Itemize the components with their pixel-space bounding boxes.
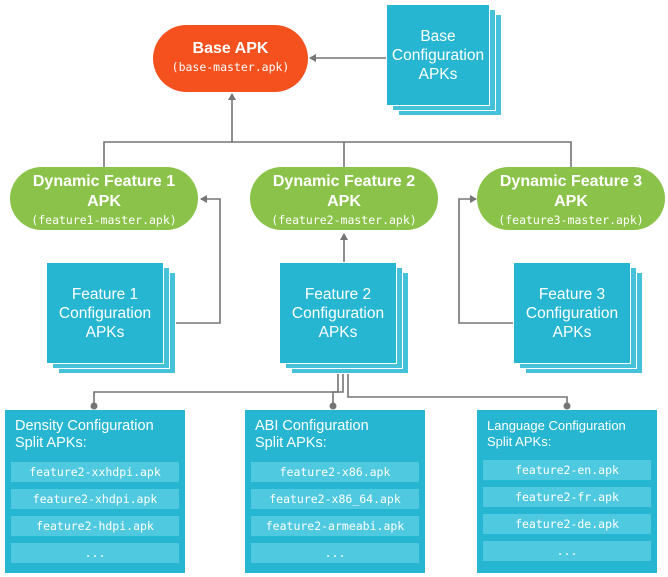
feature-3-config-stack: Feature 3 Configuration APKs — [513, 262, 643, 374]
density-split-title-line-2: Split APKs: — [15, 435, 87, 451]
feature-3-sub: APK — [554, 193, 588, 210]
line-f2-to-language — [347, 374, 568, 405]
feature-2-config-line-3: APKs — [318, 323, 358, 341]
feature-1-file: (feature1-master.apk) — [31, 213, 177, 227]
feature-3-config-line-1: Feature 3 — [538, 285, 606, 303]
feature-1-config-stack: Feature 1 Configuration APKs — [46, 262, 176, 374]
feature-2-sub: APK — [327, 193, 361, 210]
language-split-title-line-2: Split APKs: — [487, 434, 552, 449]
abi-split-title-line-1: ABI Configuration — [255, 418, 369, 434]
base-config-line-3: APKs — [418, 65, 458, 83]
abi-split-apk-2: feature2-x86_64.apk — [251, 489, 419, 509]
density-split-apk-2: feature2-xhdpi.apk — [11, 489, 179, 509]
base-config-line-1: Base — [420, 27, 456, 45]
feature-1-sub: APK — [87, 193, 121, 210]
feature-1-config-line-2: Configuration — [58, 304, 152, 322]
arrow-f3-config-to-f3 — [458, 195, 513, 324]
abi-split-apk-more: ... — [251, 543, 419, 563]
dot-density — [90, 402, 98, 410]
language-split-apk-2: feature2-fr.apk — [483, 487, 651, 507]
dynamic-feature-2-node: Dynamic Feature 2 APK (feature2-master.a… — [250, 167, 438, 230]
feature-1-title: Dynamic Feature 1 — [32, 173, 176, 190]
dynamic-feature-1-node: Dynamic Feature 1 APK (feature1-master.a… — [10, 167, 198, 230]
abi-split-panel: ABI Configuration Split APKs: feature2-x… — [245, 410, 425, 573]
density-split-title-line-1: Density Configuration — [15, 418, 154, 434]
density-split-title: Density Configuration Split APKs: — [15, 418, 175, 452]
density-split-apk-1: feature2-xxhdpi.apk — [11, 462, 179, 482]
base-apk-title: Base APK — [192, 40, 269, 57]
dot-language — [563, 402, 571, 410]
base-apk-node: Base APK (base-master.apk) — [153, 25, 308, 92]
language-split-apk-1: feature2-en.apk — [483, 460, 651, 480]
feature-2-title: Dynamic Feature 2 — [272, 173, 416, 190]
arrow-f1-config-to-f1 — [166, 195, 221, 324]
abi-split-apk-1: feature2-x86.apk — [251, 462, 419, 482]
dynamic-feature-3-node: Dynamic Feature 3 APK (feature3-master.a… — [477, 167, 665, 230]
feature-3-file: (feature3-master.apk) — [498, 213, 644, 227]
feature-2-config-line-1: Feature 2 — [304, 285, 372, 303]
density-split-apk-3: feature2-hdpi.apk — [11, 516, 179, 536]
line-f2-to-abi — [332, 374, 344, 405]
language-split-title-line-1: Language Configuration — [487, 418, 626, 433]
feature-2-config-line-2: Configuration — [291, 304, 385, 322]
base-config-line-2: Configuration — [391, 46, 485, 64]
abi-split-apk-3: feature2-armeabi.apk — [251, 516, 419, 536]
feature-3-title: Dynamic Feature 3 — [499, 173, 643, 190]
feature-2-file: (feature2-master.apk) — [271, 213, 417, 227]
density-split-apk-more: ... — [11, 543, 179, 563]
feature-3-config-line-2: Configuration — [525, 304, 619, 322]
feature-1-config-line-3: APKs — [85, 323, 125, 341]
language-split-apk-more: ... — [483, 541, 651, 561]
language-split-panel: Language Configuration Split APKs: featu… — [477, 410, 657, 573]
base-config-stack: Base Configuration APKs — [386, 4, 502, 116]
language-split-title: Language Configuration Split APKs: — [487, 418, 647, 450]
abi-split-title: ABI Configuration Split APKs: — [255, 418, 415, 452]
language-split-apk-3: feature2-de.apk — [483, 514, 651, 534]
arrow-features-to-base — [103, 94, 572, 167]
feature-1-config-line-1: Feature 1 — [71, 285, 139, 303]
base-apk-file: (base-master.apk) — [171, 60, 290, 74]
feature-2-config-stack: Feature 2 Configuration APKs — [279, 262, 409, 374]
feature-3-config-line-3: APKs — [552, 323, 592, 341]
dot-abi — [329, 402, 337, 410]
abi-split-title-line-2: Split APKs: — [255, 435, 327, 451]
line-f2-to-density — [93, 374, 339, 405]
density-split-panel: Density Configuration Split APKs: featur… — [5, 410, 185, 573]
